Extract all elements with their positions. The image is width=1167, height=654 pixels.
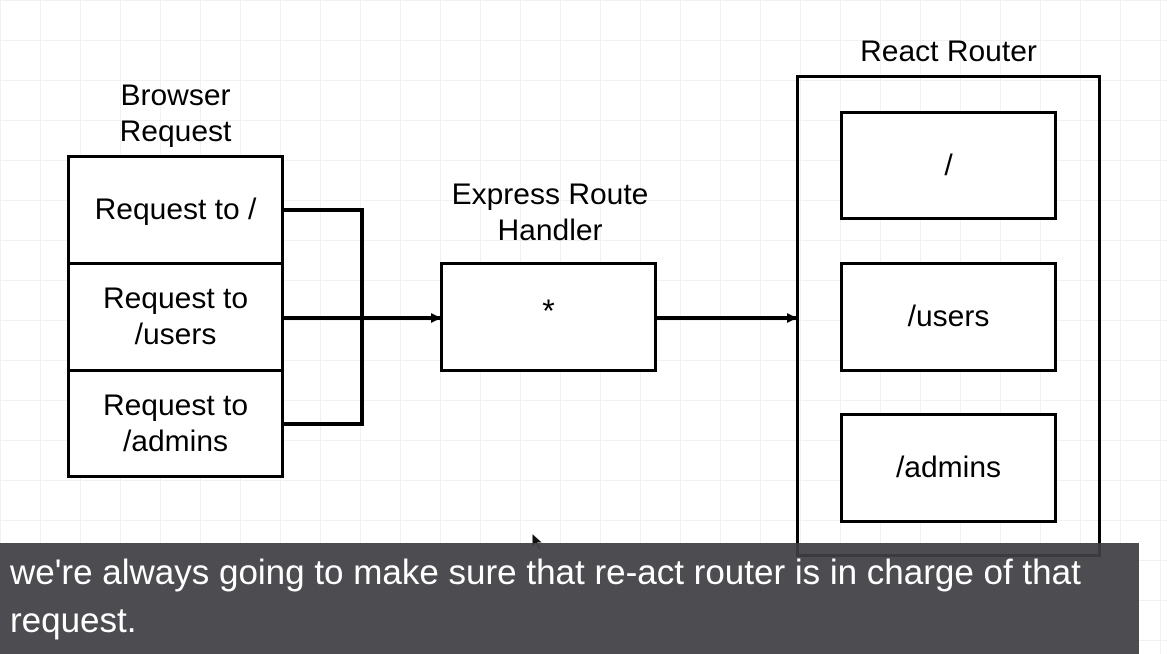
request-users-box: Request to /users — [67, 262, 284, 372]
route-root-box: / — [840, 111, 1057, 220]
browser-request-title: Browser Request — [119, 79, 232, 148]
express-route-handler-title: Express Route Handler — [451, 178, 649, 247]
request-admins-box: Request to /admins — [67, 369, 284, 478]
route-admins-box: /admins — [840, 413, 1057, 523]
connector-request-root — [283, 208, 364, 318]
route-users-box: /users — [840, 262, 1057, 372]
react-router-title: React Router — [860, 35, 1037, 68]
video-caption: we're always going to make sure that re-… — [0, 543, 1139, 654]
request-root-box: Request to / — [67, 155, 284, 265]
express-wildcard-box: * — [440, 262, 657, 372]
connector-request-admins — [283, 318, 364, 426]
